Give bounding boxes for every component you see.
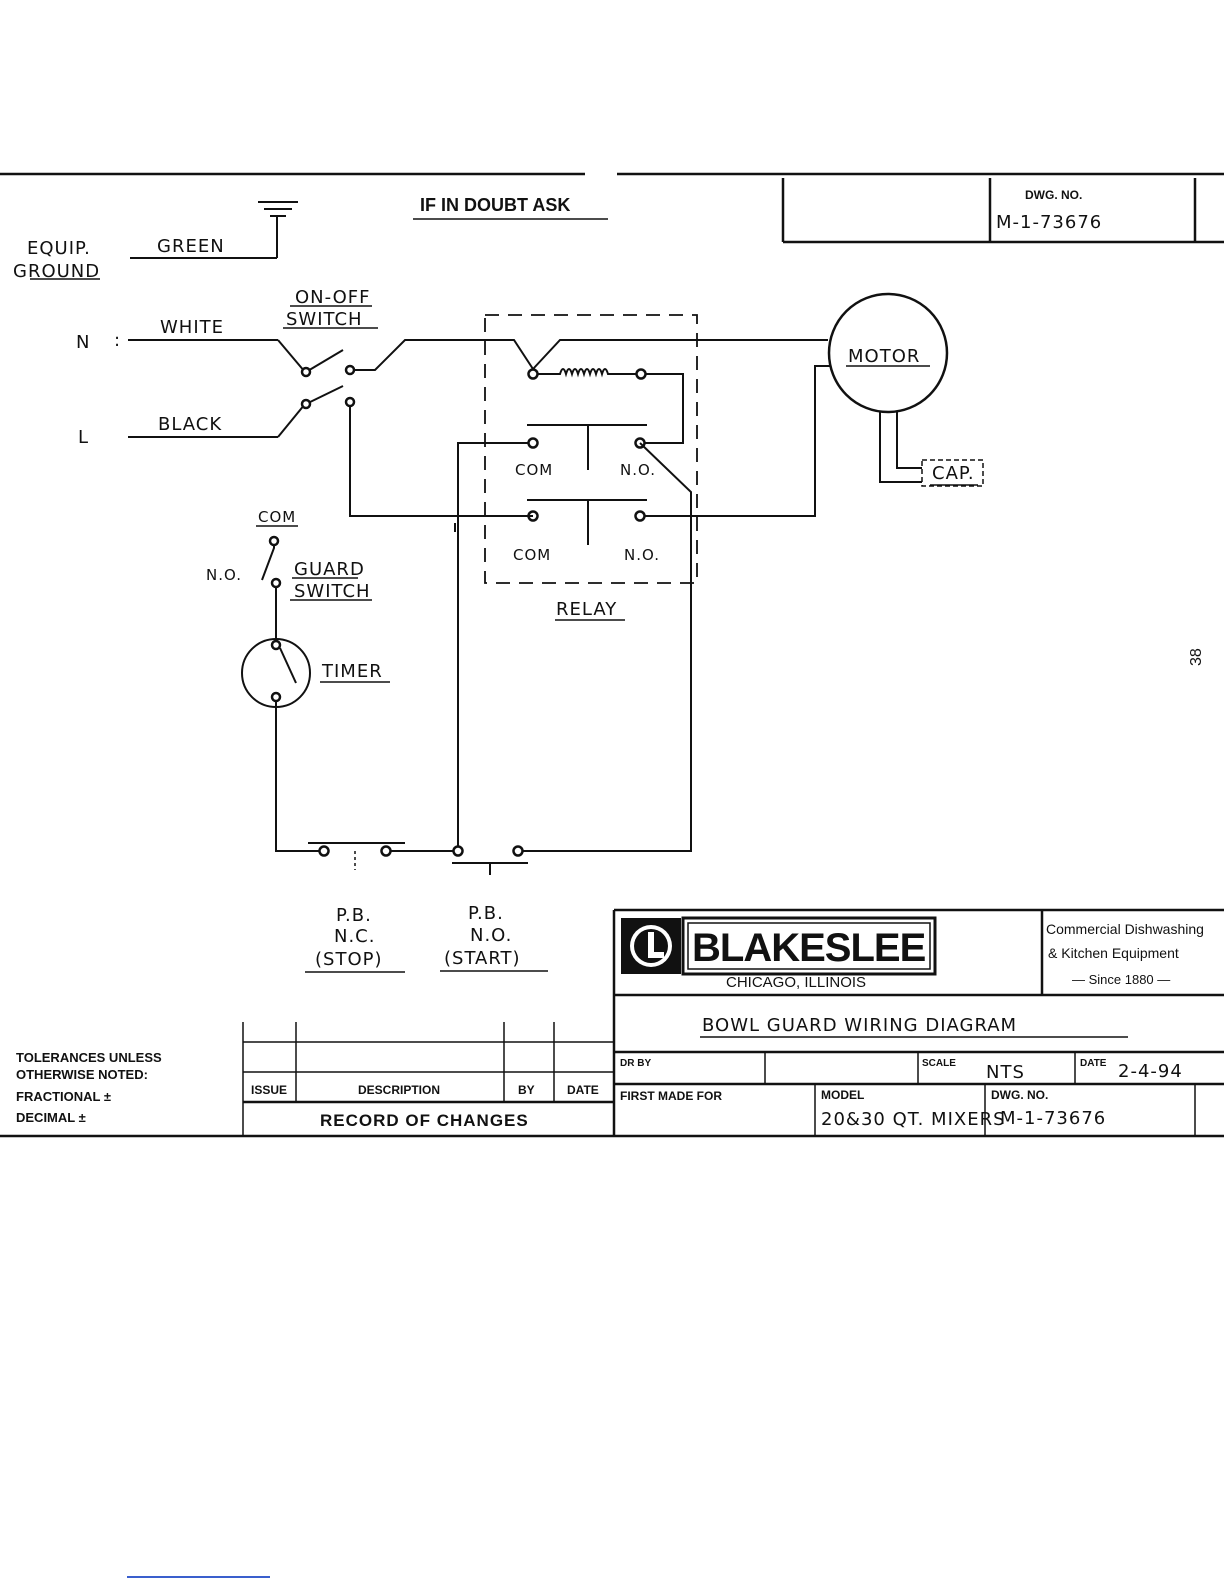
date-label: DATE <box>1080 1058 1107 1069</box>
black-wire-label: BLACK <box>158 414 222 435</box>
tolerances-line-2: OTHERWISE NOTED: <box>16 1067 148 1082</box>
capacitor-box <box>921 459 984 487</box>
header-dwg-box: DWG. NO. M-1-73676 <box>781 178 1224 244</box>
timer: TIMER <box>241 638 390 852</box>
tolerances: TOLERANCES UNLESS OTHERWISE NOTED: FRACT… <box>16 1050 162 1125</box>
relay-no-1-label: N.O. <box>620 461 656 479</box>
equipment-ground: EQUIP. GROUND GREEN <box>13 201 298 282</box>
company-city: CHICAGO, ILLINOIS <box>726 974 866 991</box>
capacitor-label: CAP. <box>932 463 975 484</box>
scale-label: SCALE <box>922 1058 956 1069</box>
col-by: BY <box>518 1083 535 1097</box>
pb-start-label-1: P.B. <box>468 903 504 924</box>
title-dwg-no-label: DWG. NO. <box>991 1088 1048 1102</box>
guard-no-label: N.O. <box>206 566 242 584</box>
pb-stop-label-1: P.B. <box>336 905 372 926</box>
record-title: RECORD OF CHANGES <box>320 1111 529 1130</box>
pb-start-label-3: (START) <box>444 948 521 969</box>
model-label: MODEL <box>821 1088 864 1102</box>
pb-stop-label-2: N.C. <box>334 926 375 947</box>
relay-no-2-to-motor-wire <box>645 365 833 517</box>
tolerances-decimal: DECIMAL ± <box>16 1110 86 1125</box>
first-made-for-label: FIRST MADE FOR <box>620 1089 722 1103</box>
equip-label: EQUIP. <box>27 238 91 259</box>
relay-no-1-wire <box>520 442 692 852</box>
guard-label-1: GUARD <box>294 559 365 580</box>
title-block: BLAKESLEE CHICAGO, ILLINOIS Commercial D… <box>612 908 1224 1136</box>
notice-text: IF IN DOUBT ASK <box>420 195 570 215</box>
page-number: 38 <box>1188 648 1205 666</box>
switched-neutral-wire <box>354 339 534 371</box>
push-buttons: P.B. N.C. (STOP) P.B. N.O. (START) <box>305 842 548 973</box>
tolerances-line-1: TOLERANCES UNLESS <box>16 1050 162 1065</box>
col-issue: ISSUE <box>251 1083 287 1097</box>
motor-label: MOTOR <box>848 346 920 367</box>
neutral-to-motor-wire <box>532 339 828 370</box>
on-off-label-1: ON-OFF <box>295 287 371 308</box>
company-name: BLAKESLEE <box>692 926 926 970</box>
relay-com-1-label: COM <box>515 461 553 479</box>
neutral-label: N <box>76 332 90 353</box>
guard-switch: COM N.O. GUARD SWITCH <box>206 508 533 640</box>
col-date: DATE <box>567 1083 599 1097</box>
date-value: 2-4-94 <box>1118 1061 1183 1082</box>
header-dwg-no-label: DWG. NO. <box>1025 188 1082 202</box>
line-label: L <box>78 427 89 448</box>
blakeslee-logo: BLAKESLEE CHICAGO, ILLINOIS <box>621 916 937 991</box>
record-of-changes: ISSUE DESCRIPTION BY DATE RECORD OF CHAN… <box>242 1022 614 1136</box>
tagline-line-1: Commercial Dishwashing <box>1046 921 1204 937</box>
neutral-colon: : <box>114 330 121 351</box>
title-dwg-no: M-1-73676 <box>1000 1108 1106 1129</box>
relay-no-2-label: N.O. <box>624 546 660 564</box>
relay-com-1-wire <box>457 442 528 851</box>
on-off-label-2: SWITCH <box>286 309 363 330</box>
pb-start-label-2: N.O. <box>470 925 512 946</box>
guard-label-2: SWITCH <box>294 581 371 602</box>
header-dwg-no: M-1-73676 <box>996 212 1102 233</box>
dr-by-label: DR BY <box>620 1058 651 1069</box>
green-wire-label: GREEN <box>157 236 225 257</box>
relay-com-2-label: COM <box>513 546 551 564</box>
on-off-switch: ON-OFF SWITCH <box>277 287 378 438</box>
relay-label: RELAY <box>556 599 617 620</box>
guard-com-label: COM <box>258 508 296 526</box>
white-wire-label: WHITE <box>160 317 224 338</box>
drawing-title: BOWL GUARD WIRING DIAGRAM <box>702 1015 1017 1036</box>
scale-value: NTS <box>986 1062 1025 1083</box>
timer-label: TIMER <box>321 661 383 682</box>
tagline-line-2: & Kitchen Equipment <box>1048 945 1179 961</box>
pb-stop-label-3: (STOP) <box>315 949 383 970</box>
ground-label: GROUND <box>13 261 100 282</box>
col-description: DESCRIPTION <box>358 1083 440 1097</box>
motor: MOTOR CAP. <box>827 292 984 487</box>
line-to-relay-com-wire <box>349 406 532 517</box>
model-value: 20&30 QT. MIXERS <box>821 1109 1006 1130</box>
tagline-line-3: — Since 1880 — <box>1072 972 1170 987</box>
tolerances-fractional: FRACTIONAL ± <box>16 1089 111 1104</box>
